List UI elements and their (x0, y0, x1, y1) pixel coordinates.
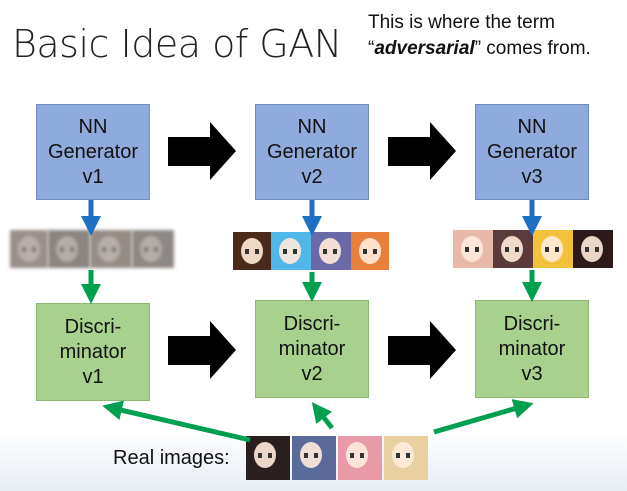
black-arrow-generator-v1-v2 (168, 122, 236, 180)
green-arrow-real-to-v3 (433, 399, 534, 435)
real-images-row (246, 436, 428, 480)
generator-v1-line-3: v1 (82, 165, 104, 188)
note-emphasis: adversarial (374, 38, 475, 59)
generated-image (493, 230, 533, 268)
generated-images-v2 (233, 232, 389, 270)
generated-image (10, 230, 48, 268)
note-line-2-rest: ” comes from. (474, 38, 591, 59)
black-arrow-discriminator-v1-v2 (168, 321, 236, 379)
generator-v3-line-1: NN (517, 115, 547, 138)
generated-image (90, 230, 132, 268)
slide-title: Basic Idea of GAN (12, 22, 342, 66)
generated-image (233, 232, 271, 270)
real-image (246, 436, 290, 480)
generator-v1-line-1: NN (78, 115, 108, 138)
black-arrow-discriminator-v2-v3 (388, 321, 456, 379)
discriminator-v3-line-3: v3 (521, 362, 543, 385)
discriminator-v2-box: Discri- minator v2 (255, 300, 369, 398)
generator-v3-line-2: Generator (486, 140, 578, 163)
real-image (384, 436, 428, 480)
generated-image (311, 232, 351, 270)
generator-v2-box: NN Generator v2 (255, 104, 369, 200)
discriminator-v1-box: Discri- minator v1 (36, 303, 150, 401)
discriminator-v3-line-1: Discri- (503, 312, 561, 335)
real-images-label: Real images: (113, 447, 230, 469)
generated-images-v1 (10, 230, 174, 268)
generated-image (533, 230, 573, 268)
discriminator-v3-box: Discri- minator v3 (475, 300, 589, 398)
generated-image (48, 230, 90, 268)
discriminator-v2-line-1: Discri- (283, 312, 341, 335)
note-line-1: This is where the term (368, 12, 555, 33)
real-image (338, 436, 382, 480)
generator-v3-line-3: v3 (521, 165, 543, 188)
green-arrow-real-to-v2 (311, 402, 334, 430)
generated-image (351, 232, 389, 270)
generated-image (573, 230, 613, 268)
generator-v2-line-1: NN (297, 115, 327, 138)
generated-images-v3 (453, 230, 613, 268)
generator-v3-box: NN Generator v3 (475, 104, 589, 200)
generator-v2-line-3: v2 (301, 165, 323, 188)
real-image (292, 436, 336, 480)
discriminator-v2-line-2: minator (278, 337, 346, 360)
black-arrow-generator-v2-v3 (388, 122, 456, 180)
generated-image (453, 230, 493, 268)
note-line-2: “adversarial” comes from. (368, 36, 591, 62)
note-quote-open: “ (368, 38, 375, 59)
generator-v1-line-2: Generator (47, 140, 139, 163)
discriminator-v3-line-2: minator (498, 337, 566, 360)
discriminator-v2-line-3: v2 (301, 362, 323, 385)
generator-v1-box: NN Generator v1 (36, 104, 150, 200)
discriminator-v1-line-2: minator (59, 340, 127, 363)
discriminator-v1-line-3: v1 (82, 365, 104, 388)
generated-image (271, 232, 311, 270)
discriminator-v1-line-1: Discri- (64, 315, 122, 338)
adversarial-note: This is where the term “adversarial” com… (368, 10, 591, 62)
generated-image (132, 230, 174, 268)
generator-v2-line-2: Generator (266, 140, 358, 163)
